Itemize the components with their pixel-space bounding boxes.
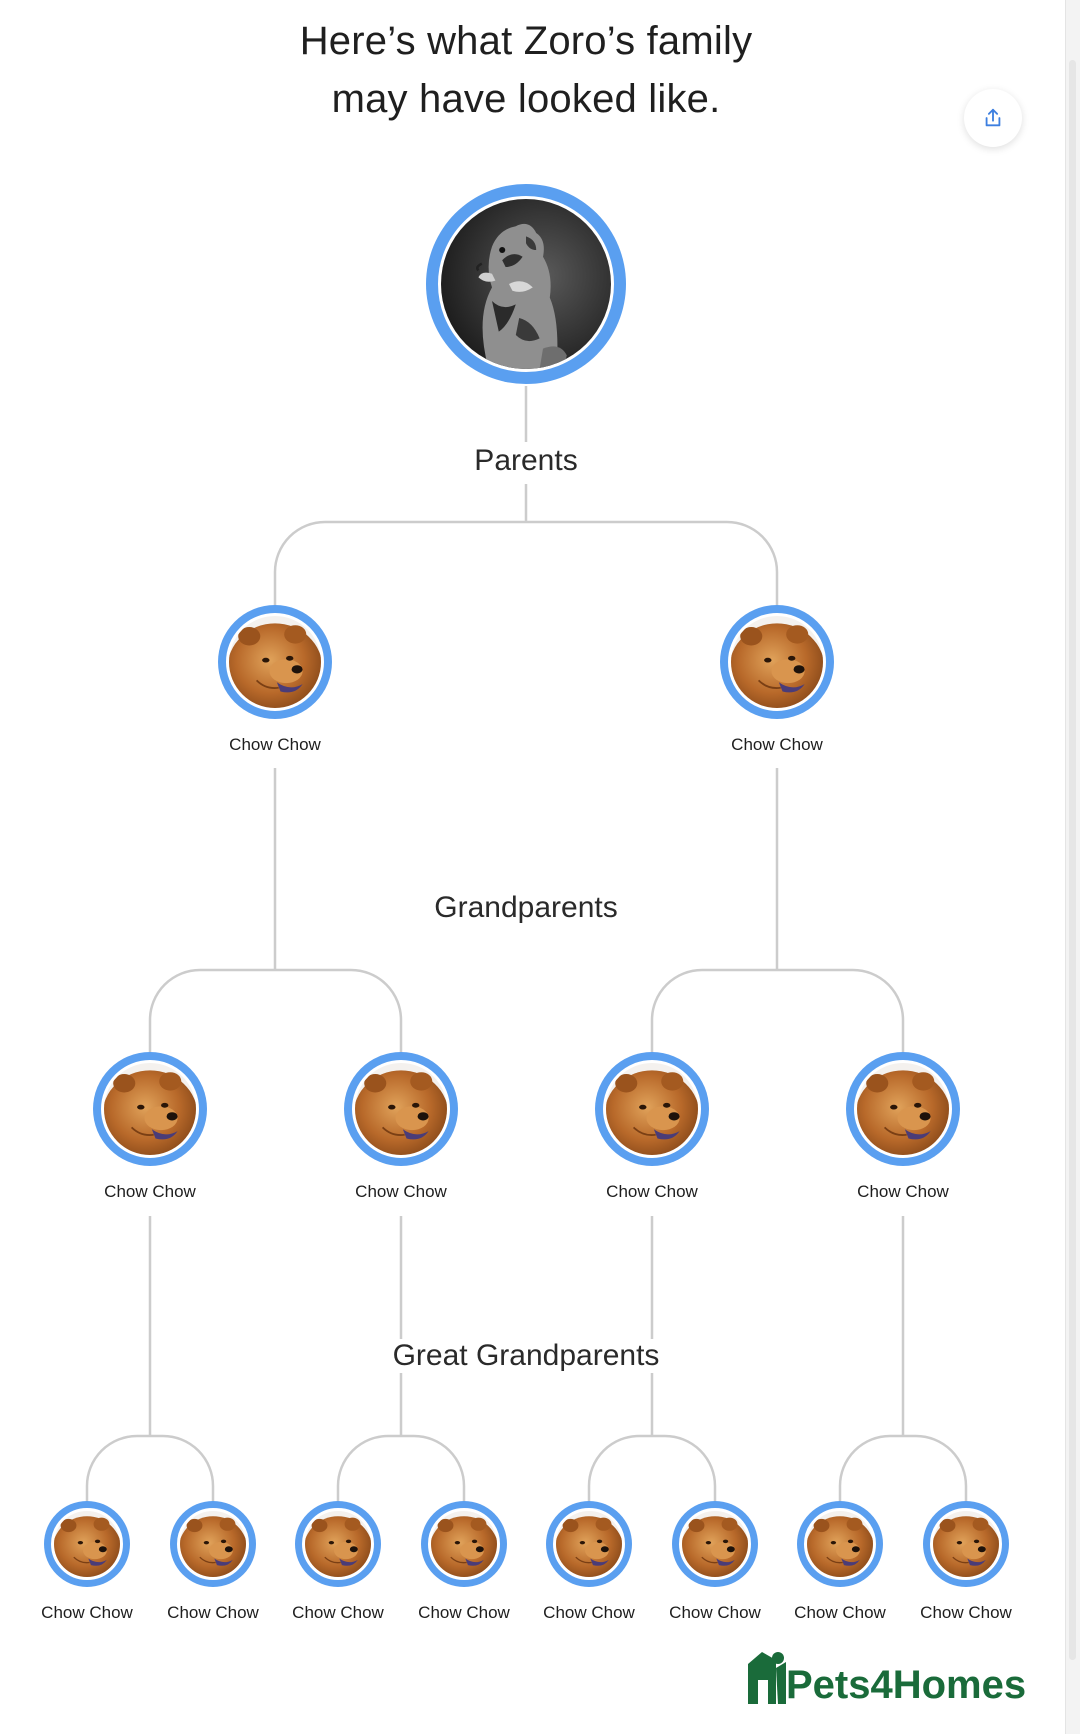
tree-connector xyxy=(652,1434,717,1501)
great-grandparent-4-label: Chow Chow xyxy=(418,1603,510,1622)
grandparent-1-node[interactable] xyxy=(93,1052,207,1166)
grandparent-2-label: Chow Chow xyxy=(355,1182,447,1201)
tree-connector xyxy=(401,1434,466,1501)
great-grandparent-7-node[interactable] xyxy=(797,1501,883,1587)
grandparent-3-label: Chow Chow xyxy=(606,1182,698,1201)
grandparent-2-node[interactable] xyxy=(344,1052,458,1166)
great-grandparent-6-node[interactable] xyxy=(672,1501,758,1587)
great-grandparent-3-node[interactable] xyxy=(295,1501,381,1587)
great-grandparent-7-label: Chow Chow xyxy=(794,1603,886,1622)
chow-chow-photo xyxy=(682,1511,748,1577)
merle-dog-photo xyxy=(441,199,611,369)
parent-1-label: Chow Chow xyxy=(229,735,321,754)
parent-2-label: Chow Chow xyxy=(731,735,823,754)
chow-chow-photo xyxy=(556,1511,622,1577)
tree-connector xyxy=(150,1434,215,1501)
chow-chow-photo xyxy=(355,1063,447,1155)
page-title: Here’s what Zoro’s family may have looke… xyxy=(190,12,862,128)
subject-dog-node[interactable] xyxy=(426,184,626,384)
chow-chow-photo xyxy=(180,1511,246,1577)
share-upload-icon xyxy=(985,108,1001,127)
tree-connector xyxy=(148,968,275,1052)
tree-connector xyxy=(587,1434,652,1501)
great-grandparent-3-label: Chow Chow xyxy=(292,1603,384,1622)
great-grandparent-5-node[interactable] xyxy=(546,1501,632,1587)
page-title-line-1: Here’s what Zoro’s family xyxy=(299,19,753,63)
chow-chow-photo xyxy=(104,1063,196,1155)
tree-connector xyxy=(526,520,779,605)
tree-connector xyxy=(336,1434,401,1501)
great-grandparent-2-label: Chow Chow xyxy=(167,1603,259,1622)
great-grandparent-8-node[interactable] xyxy=(923,1501,1009,1587)
chow-chow-photo xyxy=(606,1063,698,1155)
tree-connector xyxy=(85,1434,150,1501)
great-grandparent-8-label: Chow Chow xyxy=(920,1603,1012,1622)
tree-connector xyxy=(650,968,777,1052)
parent-1-node[interactable] xyxy=(218,605,332,719)
great-grandparent-1-label: Chow Chow xyxy=(41,1603,133,1622)
pets4homes-logo: Pets4Homes xyxy=(748,1652,1026,1707)
tree-connector xyxy=(777,968,905,1052)
chow-chow-photo xyxy=(857,1063,949,1155)
chow-chow-photo xyxy=(431,1511,497,1577)
grandparent-1-label: Chow Chow xyxy=(104,1182,196,1201)
grandparent-3-node[interactable] xyxy=(595,1052,709,1166)
tree-connector xyxy=(275,968,403,1052)
generation-label-parents: Parents xyxy=(468,444,584,478)
page-title-line-2: may have looked like. xyxy=(331,77,721,121)
generation-label-great-grandparents: Great Grandparents xyxy=(386,1339,666,1373)
chow-chow-photo xyxy=(229,616,321,708)
share-button[interactable] xyxy=(964,89,1022,147)
great-grandparent-6-label: Chow Chow xyxy=(669,1603,761,1622)
chow-chow-photo xyxy=(305,1511,371,1577)
chow-chow-photo xyxy=(807,1511,873,1577)
grandparent-4-label: Chow Chow xyxy=(857,1182,949,1201)
great-grandparent-2-node[interactable] xyxy=(170,1501,256,1587)
scrollbar[interactable] xyxy=(1065,0,1080,1734)
scrollbar-thumb[interactable] xyxy=(1069,60,1076,1660)
great-grandparent-4-node[interactable] xyxy=(421,1501,507,1587)
brand-name: Pets4Homes xyxy=(786,1663,1026,1707)
tree-connector xyxy=(838,1434,903,1501)
generation-label-grandparents: Grandparents xyxy=(428,891,624,925)
chow-chow-photo xyxy=(731,616,823,708)
great-grandparent-1-node[interactable] xyxy=(44,1501,130,1587)
parent-2-node[interactable] xyxy=(720,605,834,719)
tree-connector xyxy=(273,520,526,605)
grandparent-4-node[interactable] xyxy=(846,1052,960,1166)
great-grandparent-5-label: Chow Chow xyxy=(543,1603,635,1622)
chow-chow-photo xyxy=(54,1511,120,1577)
tree-connector xyxy=(903,1434,968,1501)
chow-chow-photo xyxy=(933,1511,999,1577)
